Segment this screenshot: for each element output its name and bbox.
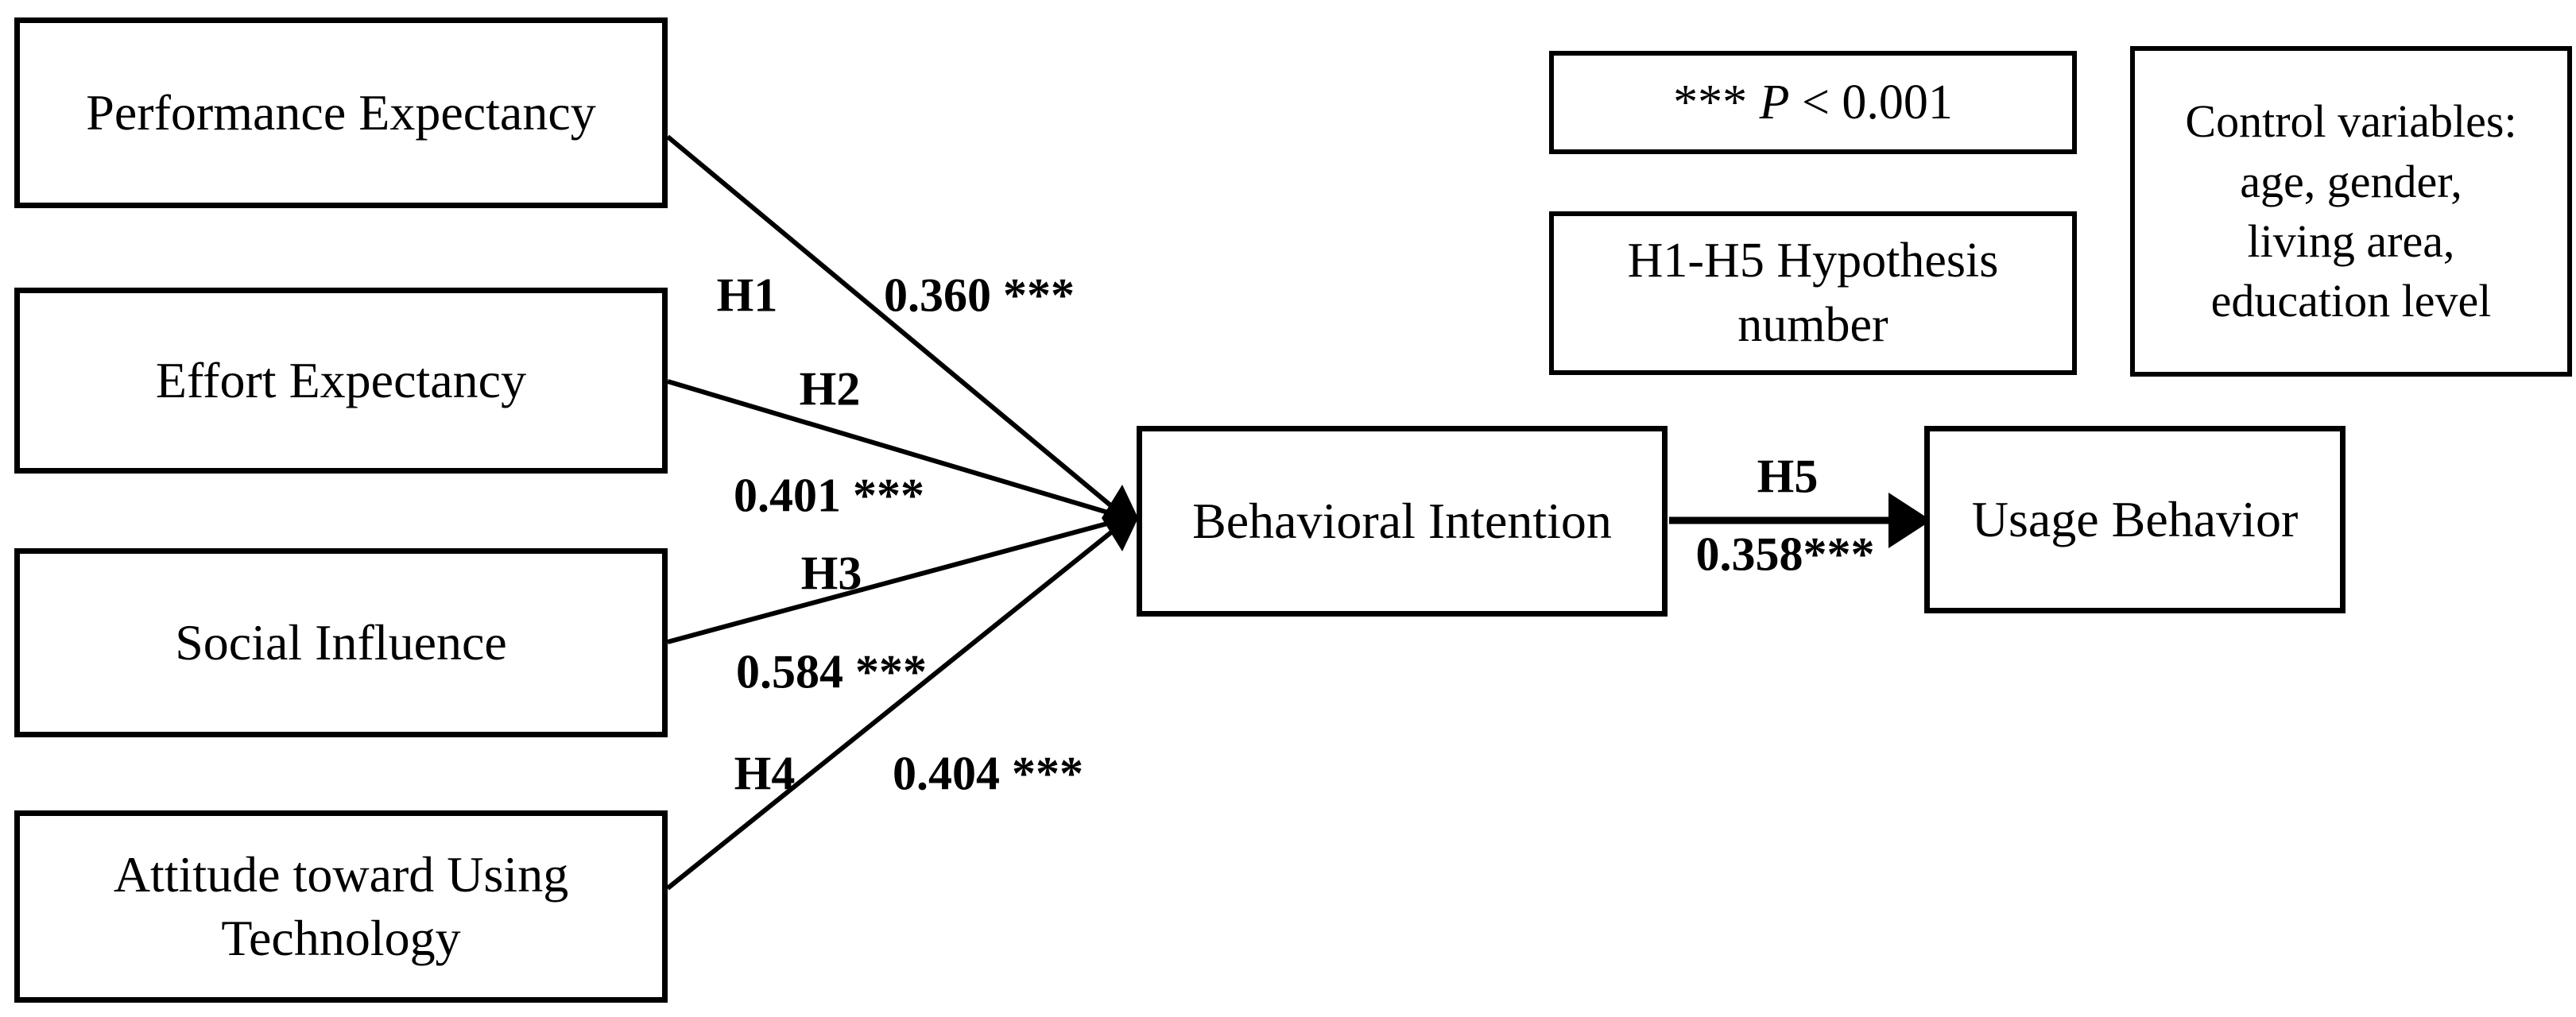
path-line-h1 [666, 134, 1121, 515]
coefficient-label-h5: 0.358*** [1695, 528, 1875, 581]
significance-stars: *** [1673, 75, 1760, 130]
node-usage-behavior: Usage Behavior [1924, 426, 2346, 613]
hypothesis-label-h5: H5 [1757, 450, 1819, 503]
hypothesis-label-h3: H3 [800, 547, 862, 600]
significance-p-symbol: P [1759, 75, 1790, 130]
coefficient-label-h4: 0.404 *** [893, 747, 1083, 800]
path-line-h3 [667, 519, 1117, 644]
significance-threshold: < 0.001 [1789, 75, 1953, 130]
h5-arrowhead [1888, 493, 1931, 548]
coefficient-label-h1: 0.360 *** [884, 269, 1075, 322]
legend-significance-text: *** P < 0.001 [1673, 71, 1953, 135]
path-line-h4 [666, 524, 1121, 891]
node-label: Attitude toward Using Technology [113, 846, 569, 966]
hypothesis-label-h4: H4 [734, 747, 796, 800]
node-performance-expectancy: Performance Expectancy [14, 17, 668, 208]
node-label: Usage Behavior [1971, 491, 2299, 547]
legend-hypothesis-box: H1-H5 Hypothesis number [1549, 211, 2077, 375]
convergence-arrowhead [1102, 485, 1138, 551]
coefficient-label-h2: 0.401 *** [734, 469, 924, 522]
path-line-h2 [667, 379, 1117, 517]
node-behavioral-intention: Behavioral Intention [1137, 426, 1668, 617]
legend-control-variables-box: Control variables: age, gender, living a… [2130, 46, 2572, 377]
control-variables-line3: living area, [2247, 215, 2455, 267]
legend-hypothesis-line1: H1-H5 Hypothesis [1627, 234, 1999, 288]
node-label: Effort Expectancy [155, 352, 527, 408]
node-effort-expectancy: Effort Expectancy [14, 288, 668, 474]
node-attitude-toward-using-technology: Attitude toward Using Technology [14, 810, 668, 1003]
control-variables-line2: age, gender, [2240, 155, 2462, 207]
hypothesis-label-h1: H1 [716, 269, 778, 322]
node-label: Behavioral Intention [1192, 493, 1612, 549]
node-social-influence: Social Influence [14, 548, 668, 737]
node-label: Social Influence [175, 614, 507, 671]
legend-hypothesis-line2: number [1737, 298, 1888, 352]
control-variables-line4: education level [2210, 275, 2492, 327]
node-label: Performance Expectancy [86, 84, 596, 141]
coefficient-label-h3: 0.584 *** [736, 645, 927, 698]
control-variables-line1: Control variables: [2185, 95, 2517, 148]
legend-significance-box: *** P < 0.001 [1549, 51, 2077, 154]
hypothesis-label-h2: H2 [799, 362, 861, 416]
